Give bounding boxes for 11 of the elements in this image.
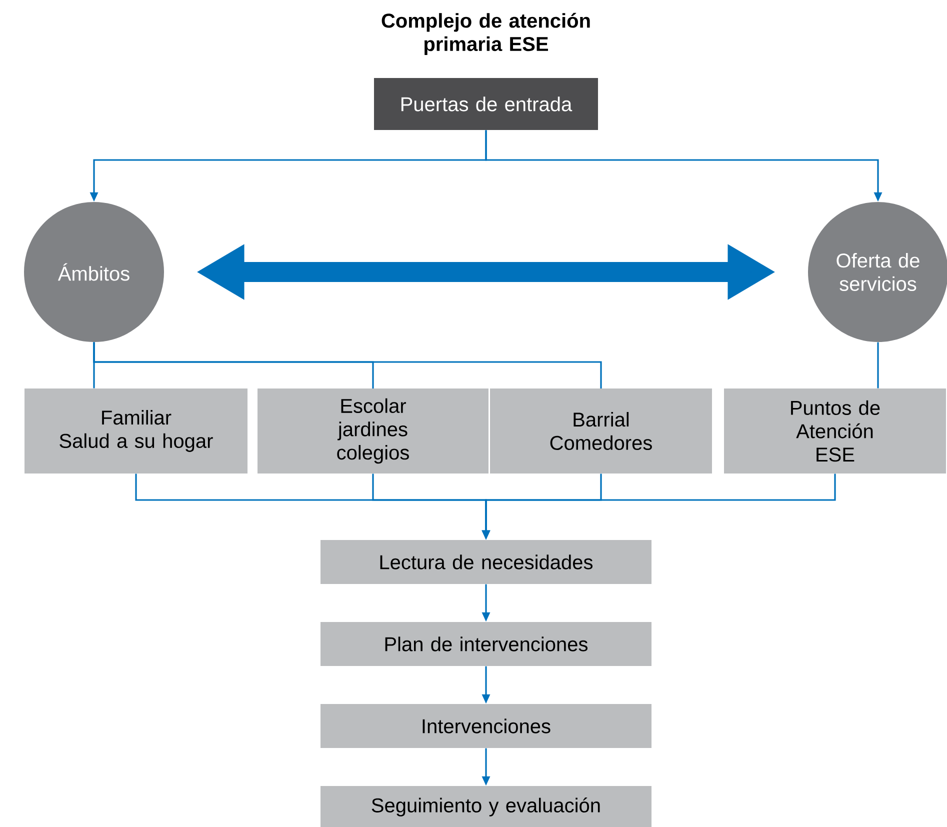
title: Complejo de atención primaria ESE [382, 12, 590, 56]
process-box: Escolar jardines colegios [258, 388, 488, 474]
process-box: Lectura de necesidades [320, 540, 652, 584]
process-box: Barrial Comedores [490, 388, 712, 474]
process-box: Familiar Salud a su hogar [24, 388, 248, 474]
entry-box: Puertas de entrada [374, 78, 598, 130]
process-box: Seguimiento y evaluación [320, 786, 652, 827]
process-box: Intervenciones [320, 704, 652, 748]
circle-node: Ámbitos [24, 202, 164, 342]
process-box: Puntos de Atención ESE [724, 388, 946, 474]
process-box: Plan de intervenciones [320, 622, 652, 666]
